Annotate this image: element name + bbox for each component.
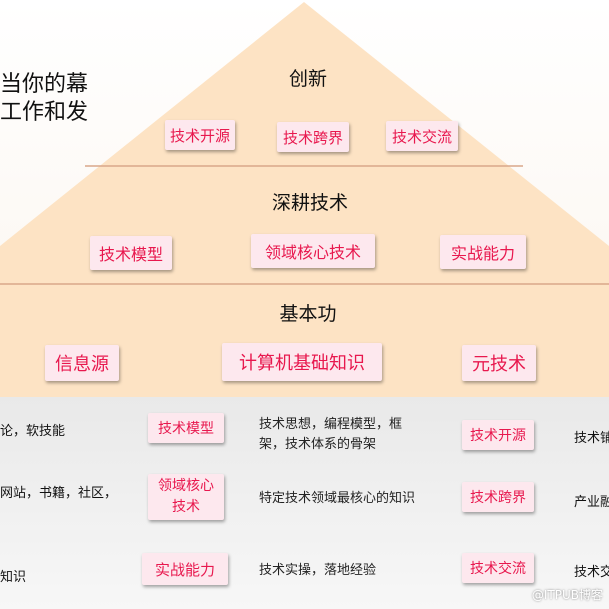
- row3-tag-tech-exchange: 技术交流: [462, 553, 534, 583]
- level-title-innovation: 创新: [288, 68, 328, 90]
- pyramid-shape: [0, 2, 609, 397]
- row2-tag-domain-core-tech: 领域核心技术: [148, 474, 224, 520]
- row2-left-text: 网站，书籍，社区，: [0, 486, 118, 501]
- row1-right-text: 技术铺: [574, 431, 609, 446]
- tag-domain-core-tech: 领域核心技术: [251, 234, 375, 268]
- level-title-deep-tech: 深耕技术: [271, 192, 349, 214]
- row2-right-text: 产业融: [574, 495, 609, 510]
- row1-tag-tech-model: 技术模型: [148, 413, 224, 443]
- row1-left-text: 论，软技能: [0, 424, 66, 439]
- row3-left-text: 知识: [0, 570, 27, 585]
- row3-tag-practical-ability: 实战能力: [142, 553, 228, 585]
- row2-description: 特定技术领域最核心的知识: [259, 491, 416, 506]
- left-text-line1: 当你的幕: [0, 72, 89, 97]
- left-text-line2: 工作和发: [0, 100, 89, 125]
- row1-description: 技术思想，编程模型，框架，技术体系的骨架: [259, 417, 403, 452]
- tag-cs-fundamentals: 计算机基础知识: [222, 343, 382, 381]
- row3-description: 技术实操，落地经验: [259, 563, 377, 578]
- row2-tag-tech-crossover: 技术跨界: [462, 482, 534, 512]
- row1-tag-tech-opensource: 技术开源: [462, 420, 534, 450]
- tag-tech-crossover: 技术跨界: [277, 122, 349, 152]
- tag-tech-opensource: 技术开源: [165, 120, 235, 150]
- tag-tech-exchange: 技术交流: [386, 121, 458, 151]
- tag-info-source: 信息源: [45, 345, 119, 381]
- watermark: @ITPUB博客: [531, 588, 603, 602]
- tag-practical-ability: 实战能力: [440, 235, 526, 269]
- tag-tech-model: 技术模型: [90, 236, 172, 270]
- tag-meta-tech: 元技术: [462, 345, 536, 381]
- row3-right-text: 技术交: [574, 565, 609, 580]
- level-title-fundamentals: 基本功: [279, 303, 337, 325]
